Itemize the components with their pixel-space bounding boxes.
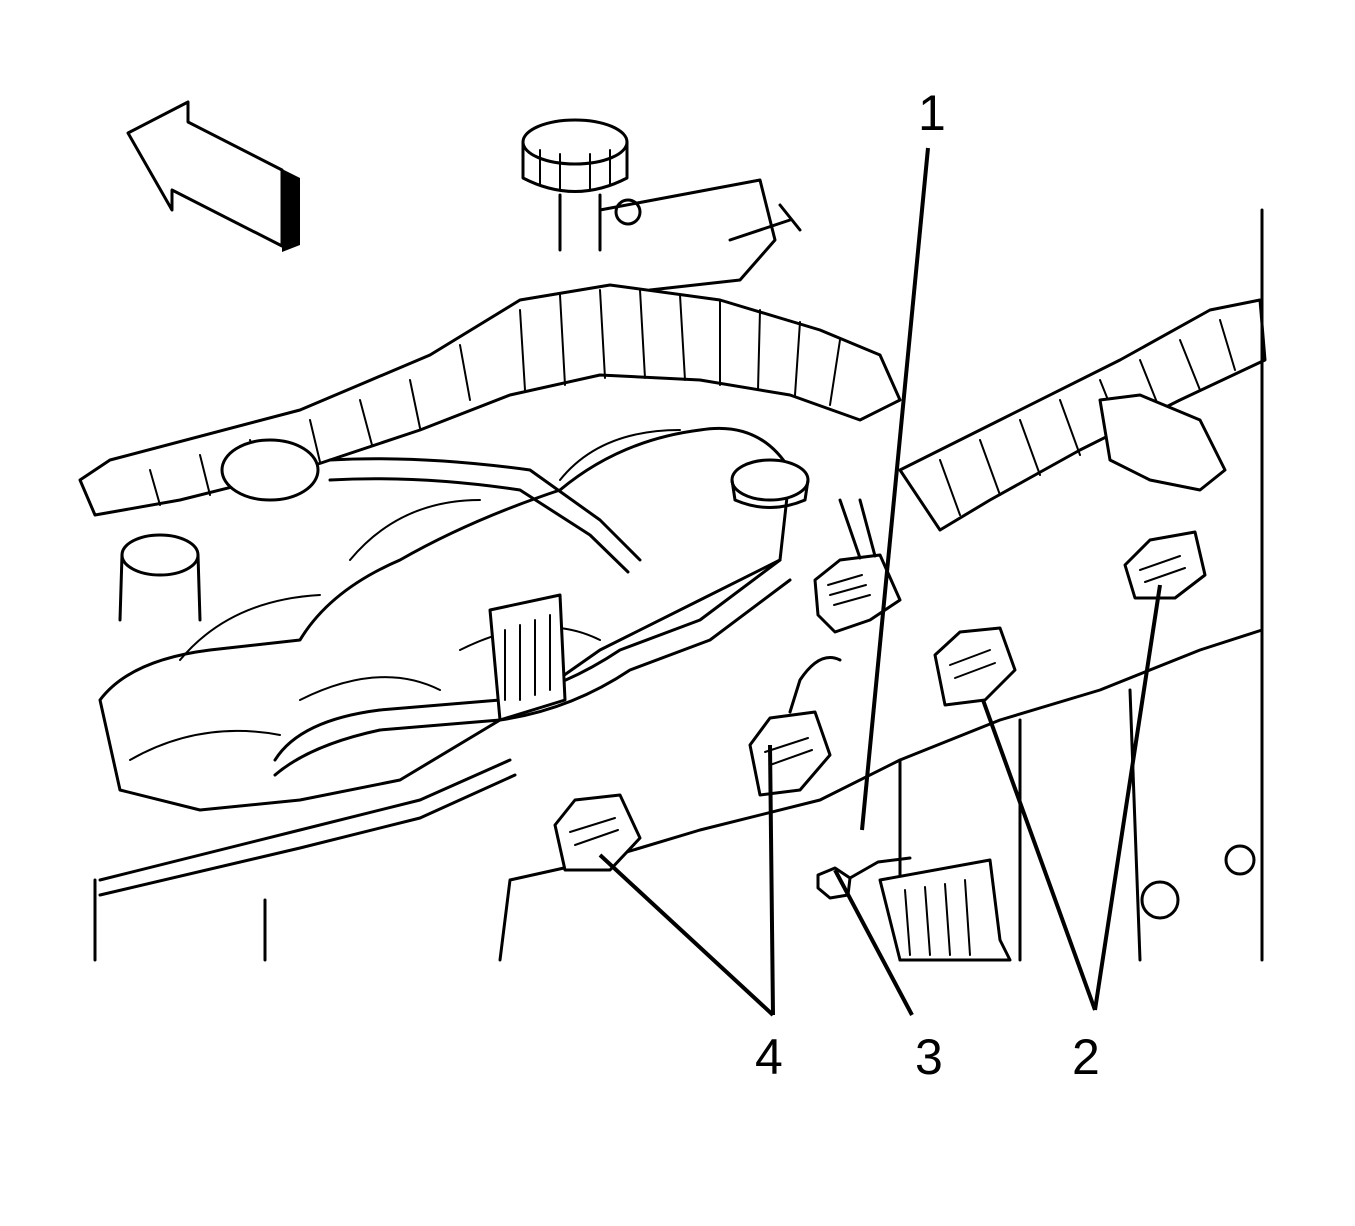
intake-manifold xyxy=(98,426,810,812)
callout-4: 4 xyxy=(755,1029,783,1085)
connector-3 xyxy=(816,856,912,900)
callout-3: 3 xyxy=(915,1029,943,1085)
callout-1: 1 xyxy=(918,85,946,141)
callout-2: 2 xyxy=(1072,1029,1100,1085)
reservoir-cap xyxy=(521,118,802,292)
callout-leaders xyxy=(598,147,1162,1017)
front-direction-arrow-icon xyxy=(126,100,300,252)
connector-2a xyxy=(933,626,1017,707)
engine-block-lower xyxy=(93,208,1264,962)
connector-2b xyxy=(1123,530,1207,600)
wiring-harness-lower xyxy=(98,457,792,897)
connector-4a xyxy=(748,656,842,797)
connector-4b xyxy=(553,793,642,872)
